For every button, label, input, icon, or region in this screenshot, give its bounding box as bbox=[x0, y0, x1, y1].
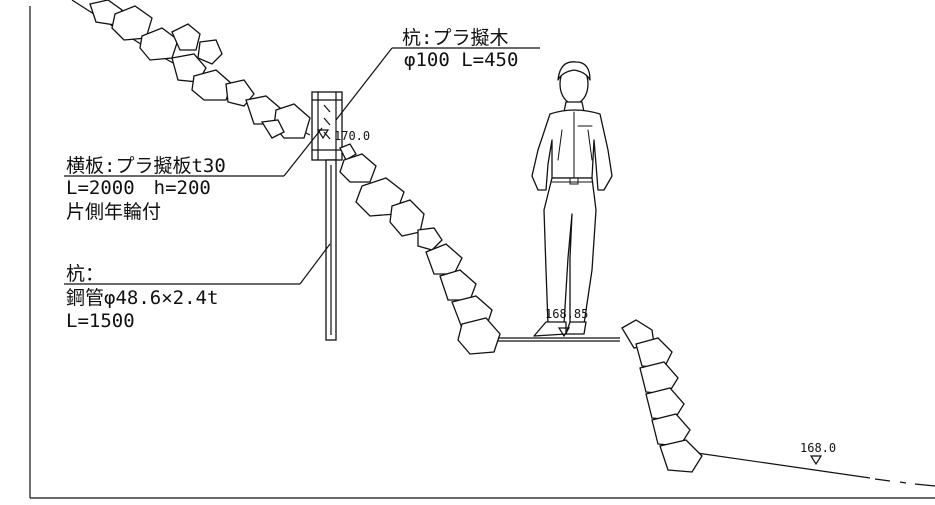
drawing-frame bbox=[29, 6, 935, 499]
elevation-mid: 168.85 bbox=[545, 307, 588, 321]
plank-label-line3: 片側年輪付 bbox=[66, 201, 161, 223]
pipe-label-line3: L=1500 bbox=[66, 310, 135, 332]
plank-label-line1: 横板:プラ擬板t30 bbox=[66, 155, 226, 177]
human-scale-figure bbox=[531, 61, 613, 337]
leader-lines bbox=[64, 47, 540, 285]
stake-top-label-line1: 杭:プラ擬木 bbox=[402, 27, 508, 49]
pipe-label-line2: 鋼管φ48.6×2.4t bbox=[66, 287, 218, 309]
stake-top-label-line2: φ100 L=450 bbox=[404, 49, 518, 71]
elevation-low: 168.0 bbox=[800, 441, 836, 455]
upper-riprap-stones bbox=[89, 0, 311, 139]
elevation-top: 170.0 bbox=[334, 129, 370, 143]
lower-riprap-stones bbox=[339, 143, 501, 355]
stake-assembly bbox=[311, 91, 343, 341]
right-riprap-stones bbox=[621, 319, 703, 473]
elevation-markers bbox=[316, 129, 823, 466]
pipe-label-line1: 杭： bbox=[66, 263, 104, 285]
plank-label-line2: L=2000 h=200 bbox=[66, 177, 211, 199]
